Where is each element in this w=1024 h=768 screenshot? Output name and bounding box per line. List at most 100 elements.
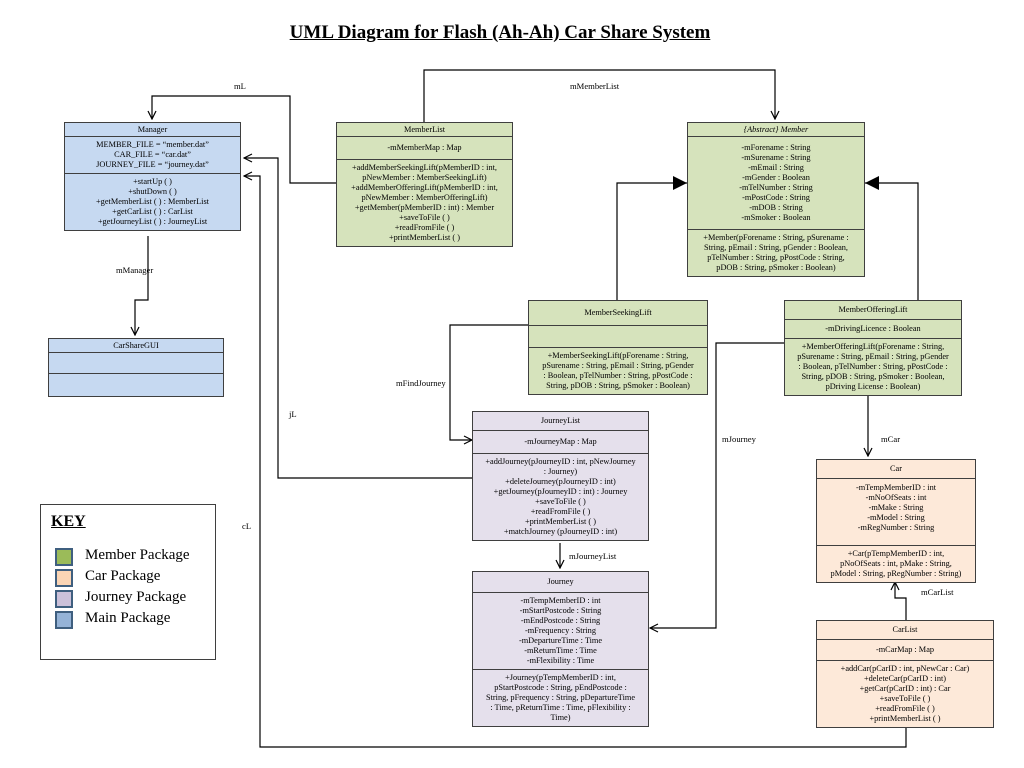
attributes [49,353,223,374]
member-line: -mSurename : String [741,153,811,162]
member-line: +getCarList ( ) : CarList [112,207,193,216]
member-line: CAR_FILE = “car.dat” [114,150,191,159]
journey-swatch [55,590,73,608]
member-line: +getCar(pCarID : int) : Car [859,684,951,693]
methods [49,374,223,396]
member-line: +deleteJourney(pJourneyID : int) [505,477,616,486]
class-car[interactable]: Car -mTempMemberID : int-mNoOfSeats : in… [816,459,976,583]
member-line: -mModel : String [867,513,925,522]
member-line: +readFromFile ( ) [530,507,591,516]
member-line: pDOB : String, pSmoker : Boolean) [716,263,836,272]
member-line: : Boolean, pTelNumber : String, pPostCod… [798,362,948,371]
member-line: pNoOfSeats : int, pMake : String, [840,559,952,568]
class-memberseekinglift[interactable]: MemberSeekingLift +MemberSeekingLift(pFo… [528,300,708,395]
member-line: pModel : String, pRegNumber : String) [830,569,962,578]
member-line: -mSmoker : Boolean [741,213,811,222]
class-journeylist[interactable]: JourneyList -mJourneyMap : Map +addJourn… [472,411,649,541]
methods: +MemberOfferingLift(pForename : String,p… [785,339,961,395]
class-member[interactable]: {Abstract} Member -mForename : String-mS… [687,122,865,277]
member-line: +getMemberList ( ) : MemberList [96,197,209,206]
methods: +addMemberSeekingLift(pMemberID : int, pN… [337,160,512,246]
member-line: String, pDOB : String, pSmoker : Boolean… [801,372,945,381]
methods: +addCar(pCarID : int, pNewCar : Car)+del… [817,661,993,727]
member-line: +printMemberList ( ) [869,714,941,723]
member-line: +addMemberSeekingLift(pMemberID : int, [352,163,497,172]
member-line: +Car(pTempMemberID : int, [847,549,945,558]
member-line: -mDrivingLicence : Boolean [825,324,921,333]
member-line: +shutDown ( ) [128,187,177,196]
class-memberofferinglift[interactable]: MemberOfferingLift -mDrivingLicence : Bo… [784,300,962,396]
member-line: pDriving License : Boolean) [825,382,921,391]
methods: +addJourney(pJourneyID : int, pNewJourne… [473,454,648,540]
member-line: +addMemberOfferingLift(pMemberID : int, [351,183,498,192]
member-line: +Journey(pTempMemberID : int, [505,673,616,682]
member-line: +addCar(pCarID : int, pNewCar : Car) [840,664,970,673]
main-swatch [55,611,73,629]
member-swatch [55,548,73,566]
member-line: pSurename : String, pEmail : String, pGe… [542,361,694,370]
class-memberlist[interactable]: MemberList -mMemberMap : Map +addMemberS… [336,122,513,247]
member-line: +saveToFile ( ) [535,497,586,506]
member-line: String, pFrequency : String, pDepartureT… [485,693,636,702]
label-mFindJourney: mFindJourney [396,378,446,388]
member-line: +saveToFile ( ) [879,694,931,703]
member-line: +addJourney(pJourneyID : int, pNewJourne… [485,457,636,466]
assoc-mManager [135,236,149,335]
member-line: -mStartPostcode : String [519,606,602,615]
attributes: -mTempMemberID : int-mNoOfSeats : int-mM… [817,479,975,546]
attributes: -mForename : String-mSurename : String-m… [688,137,864,230]
methods: +Journey(pTempMemberID : int,pStartPostc… [473,670,648,726]
member-line: -mEmail : String [748,163,804,172]
member-line: Time) [550,713,571,722]
class-name: CarShareGUI [49,339,223,353]
member-line: : Journey) [543,467,578,476]
member-line: -mNoOfSeats : int [865,493,927,502]
member-line: pSurename : String, pEmail : String, pGe… [797,352,949,361]
attributes: -mJourneyMap : Map [473,431,648,454]
assoc-mMemberList [423,69,775,122]
class-name: Car [817,460,975,479]
class-journey[interactable]: Journey -mTempMemberID : int-mStartPostc… [472,571,649,727]
assoc-cL [244,176,907,748]
class-carlist[interactable]: CarList -mCarMap : Map +addCar(pCarID : … [816,620,994,728]
member-line: +printMemberList ( ) [388,233,461,242]
package-key: KEY Member Package Car Package Journey P… [40,504,216,660]
class-name: MemberSeekingLift [529,301,707,326]
methods: +MemberSeekingLift(pForename : String,pS… [529,348,707,394]
member-line: -mDOB : String [749,203,803,212]
label-mL: mL [234,81,246,91]
label-mCarList: mCarList [921,587,954,597]
member-line: -mJourneyMap : Map [524,437,597,446]
member-line: -mMemberMap : Map [387,143,462,152]
member-line: pStartPostcode : String, pEndPostcode : [494,683,627,692]
member-line: -mReturnTime : Time [524,646,597,655]
member-line: -mMake : String [868,503,924,512]
assoc-mL [152,95,336,184]
member-line: -mTelNumber : String [739,183,813,192]
attributes: MEMBER_FILE = “member.dat”CAR_FILE = “ca… [65,137,240,174]
member-line: +startUp ( ) [133,177,172,186]
member-line: -mDepartureTime : Time [518,636,603,645]
key-label: Main Package [85,610,171,626]
member-line: -mFrequency : String [525,626,596,635]
member-line: +Member(pForename : String, pSurename : [703,233,849,242]
member-line: -mTempMemberID : int [520,596,601,605]
member-line: +MemberSeekingLift(pForename : String, [547,351,689,360]
assoc-mJourney [650,342,784,628]
label-mCar: mCar [881,434,901,444]
label-mJourney: mJourney [722,434,756,444]
member-line: +printMemberList ( ) [524,517,597,526]
key-label: Journey Package [85,589,187,605]
class-manager[interactable]: Manager MEMBER_FILE = “member.dat”CAR_FI… [64,122,241,231]
member-line: +readFromFile ( ) [394,223,455,232]
methods: +startUp ( )+shutDown ( )+getMemberList … [65,174,240,230]
label-mJourneyList: mJourneyList [569,551,617,561]
class-carsharegui[interactable]: CarShareGUI [48,338,224,397]
class-name: Journey [473,572,648,593]
car-swatch [55,569,73,587]
class-name: Manager [65,123,240,137]
member-line: +saveToFile ( ) [399,213,450,222]
member-line: pNewMember : MemberOfferingLift) [361,193,488,202]
member-line: -mGender : Boolean [742,173,810,182]
